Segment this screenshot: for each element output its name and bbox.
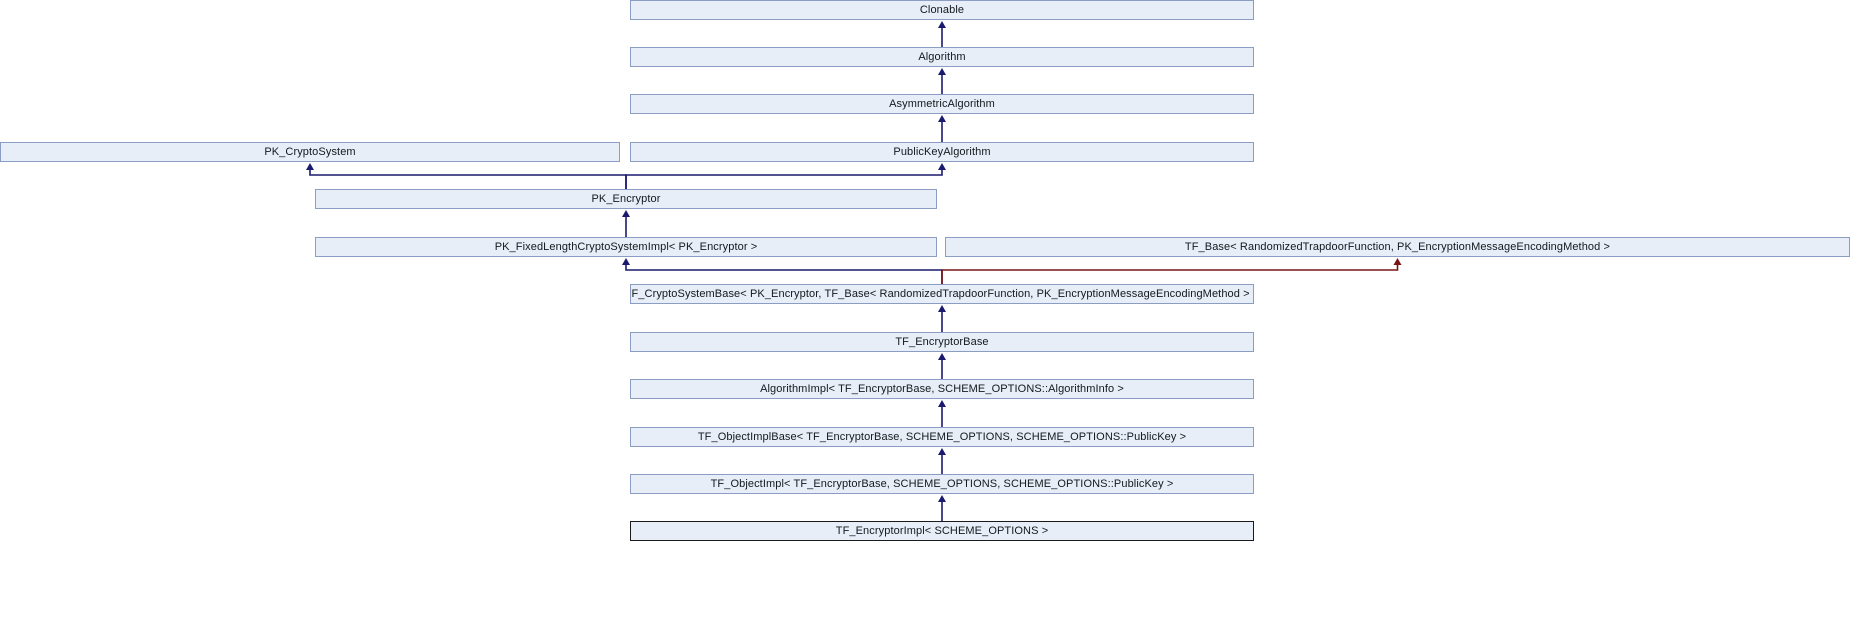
uml-node-label: PK_Encryptor <box>591 193 661 205</box>
uml-node-label: TF_Base< RandomizedTrapdoorFunction, PK_… <box>1184 241 1611 253</box>
uml-node-pk-encryptor[interactable]: PK_Encryptor <box>315 189 937 209</box>
edge-e-algorithmimpl-encryptorbase <box>938 353 946 379</box>
edge-e-asymmetric-algorithm <box>938 68 946 94</box>
uml-node-label: TF_EncryptorImpl< SCHEME_OPTIONS > <box>835 525 1049 537</box>
edge-arrowhead <box>938 305 946 312</box>
edge-arrowhead <box>938 353 946 360</box>
uml-node-tf-objectimpl[interactable]: TF_ObjectImpl< TF_EncryptorBase, SCHEME_… <box>630 474 1254 494</box>
edge-e-publickey-asymmetric <box>938 115 946 142</box>
uml-node-label: TF_EncryptorBase <box>895 336 989 348</box>
edge-arrowhead <box>938 448 946 455</box>
uml-node-clonable[interactable]: Clonable <box>630 0 1254 20</box>
edge-arrowhead <box>938 21 946 28</box>
edge-e-pkencryptor-pkcryptosystem <box>306 163 627 189</box>
uml-node-label: TF_ObjectImplBase< TF_EncryptorBase, SCH… <box>697 431 1187 443</box>
edge-arrowhead <box>938 115 946 122</box>
uml-node-asymmetric-algorithm[interactable]: AsymmetricAlgorithm <box>630 94 1254 114</box>
uml-node-publickey-algorithm[interactable]: PublicKeyAlgorithm <box>630 142 1254 162</box>
uml-node-label: Algorithm <box>918 51 966 63</box>
edge-arrowhead <box>622 210 630 217</box>
edge-arrowhead <box>938 163 946 170</box>
uml-node-tf-encryptorbase[interactable]: TF_EncryptorBase <box>630 332 1254 352</box>
uml-node-label: PK_FixedLengthCryptoSystemImpl< PK_Encry… <box>494 241 758 253</box>
edge-e-algorithm-clonable <box>938 21 946 47</box>
edge-e-objectimpl-objectimplbase <box>938 448 946 474</box>
uml-node-algorithm[interactable]: Algorithm <box>630 47 1254 67</box>
uml-node-label: AsymmetricAlgorithm <box>889 98 995 110</box>
edge-arrowhead <box>938 495 946 502</box>
uml-node-pk-cryptosystem[interactable]: PK_CryptoSystem <box>0 142 620 162</box>
edge-e-encryptorbase-cryptosystembase <box>938 305 946 332</box>
uml-node-label: TF_CryptoSystemBase< PK_Encryptor, TF_Ba… <box>630 288 1254 300</box>
uml-node-pk-fixedlength-cryptosystemimpl[interactable]: PK_FixedLengthCryptoSystemImpl< PK_Encry… <box>315 237 937 257</box>
uml-node-label: PK_CryptoSystem <box>264 146 356 158</box>
edge-line <box>625 264 943 284</box>
edge-arrowhead <box>622 258 630 265</box>
uml-node-label: TF_ObjectImpl< TF_EncryptorBase, SCHEME_… <box>710 478 1174 490</box>
edge-e-pkencryptor-publickey <box>625 163 946 189</box>
uml-node-tf-encryptorimpl[interactable]: TF_EncryptorImpl< SCHEME_OPTIONS > <box>630 521 1254 541</box>
edge-line <box>625 169 943 189</box>
uml-node-tf-base[interactable]: TF_Base< RandomizedTrapdoorFunction, PK_… <box>945 237 1850 257</box>
uml-node-algorithmimpl[interactable]: AlgorithmImpl< TF_EncryptorBase, SCHEME_… <box>630 379 1254 399</box>
uml-node-label: Clonable <box>919 4 965 16</box>
edge-arrowhead <box>938 400 946 407</box>
uml-node-label: AlgorithmImpl< TF_EncryptorBase, SCHEME_… <box>760 383 1124 395</box>
uml-node-tf-cryptosystembase[interactable]: TF_CryptoSystemBase< PK_Encryptor, TF_Ba… <box>630 284 1254 304</box>
edge-e-objectimplbase-algorithmimpl <box>938 400 946 427</box>
edge-arrowhead <box>1393 258 1402 265</box>
uml-node-tf-objectimplbase[interactable]: TF_ObjectImplBase< TF_EncryptorBase, SCH… <box>630 427 1254 447</box>
edge-e-cryptosystembase-fixedlength <box>622 258 943 284</box>
edge-e-cryptosystembase-tfbase <box>941 258 1402 284</box>
edge-arrowhead <box>306 163 314 170</box>
edge-arrowhead <box>938 68 946 75</box>
edge-e-encryptorimpl-objectimpl <box>938 495 946 521</box>
edge-line <box>309 169 627 189</box>
edge-line <box>941 264 1399 284</box>
edge-e-fixedlength-pkencryptor <box>622 210 630 237</box>
uml-node-label: PublicKeyAlgorithm <box>893 146 991 158</box>
